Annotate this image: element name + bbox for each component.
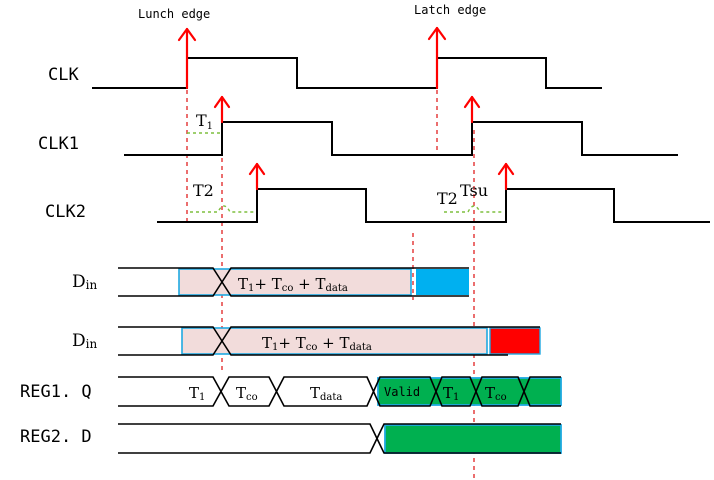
launch-edge-label: Lunch edge — [138, 7, 210, 21]
clk2-arrow-1 — [248, 162, 266, 191]
latch-edge-label: Latch edge — [414, 3, 486, 17]
t2-delay-label-2: T2 — [437, 189, 458, 208]
din-a-bus: T1+ Tco + Tdata — [118, 267, 469, 297]
reg1q-tdata-label: Tdata — [310, 384, 342, 403]
clk1-arrow-2 — [463, 95, 481, 124]
reg2d-label: REG2. D — [20, 427, 92, 447]
reg1q-t1-label: T1 — [189, 384, 205, 403]
reg1q-label: REG1. Q — [20, 382, 92, 402]
din-a-data-segment — [178, 268, 412, 296]
reg1q-tcob-label: Tco — [485, 384, 507, 403]
reg1q-valid-region — [377, 377, 562, 406]
clk1-arrow-1 — [213, 95, 231, 124]
reg1q-bus: T1 Tco Tdata Valid T1 Tco — [118, 376, 562, 407]
din-b-red-segment — [489, 327, 541, 355]
din-a-label: Din — [72, 272, 97, 292]
din-b-data-segment — [181, 327, 488, 355]
tsu-label: Tsu — [460, 181, 488, 200]
t2-delay-marker-2 — [444, 205, 504, 213]
din-a-expression: T1+ Tco + Tdata — [238, 275, 348, 294]
t2-delay-marker-1 — [190, 205, 254, 213]
delay-markers — [187, 132, 504, 213]
launch-arrow — [177, 27, 197, 90]
clk2-arrow-2 — [497, 162, 515, 191]
t2-delay-label-1: T2 — [193, 181, 214, 200]
reg1q-t1b-label: T1 — [443, 384, 459, 403]
din-b-expression: T1+ Tco + Tdata — [262, 334, 372, 353]
reg2d-valid-region — [384, 424, 562, 454]
t1-delay-label: T1 — [196, 111, 213, 132]
clk-label: CLK — [48, 65, 79, 85]
clock-waveforms — [92, 57, 710, 223]
latch-arrow — [427, 26, 447, 90]
din-b-label: Din — [72, 331, 97, 351]
clk1-waveform — [124, 121, 678, 156]
clk2-waveform — [157, 188, 710, 223]
din-a-blue-segment — [416, 269, 469, 295]
din-b-bus: T1+ Tco + Tdata — [118, 326, 541, 356]
reg2d-bus — [118, 423, 562, 454]
clk1-label: CLK1 — [38, 134, 79, 154]
clk-waveform — [92, 57, 602, 89]
reg1q-tco-label: Tco — [236, 384, 258, 403]
edge-arrows — [177, 26, 515, 191]
reg1q-valid-label: Valid — [384, 385, 420, 399]
clk2-label: CLK2 — [45, 202, 86, 222]
